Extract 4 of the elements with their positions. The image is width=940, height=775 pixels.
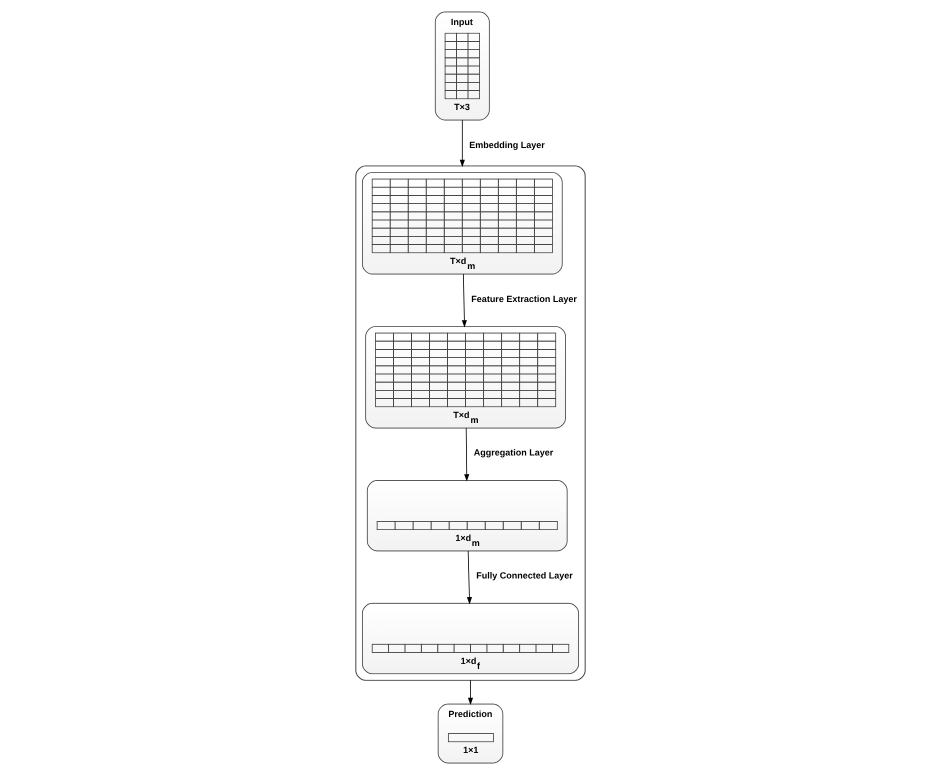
edge-label: Embedding Layer [468, 140, 544, 150]
edge-label: Fully Connected Layer [476, 570, 572, 581]
edge-label: Aggregation Layer [473, 448, 553, 458]
edge-label: Feature Extraction Layer [470, 294, 576, 304]
